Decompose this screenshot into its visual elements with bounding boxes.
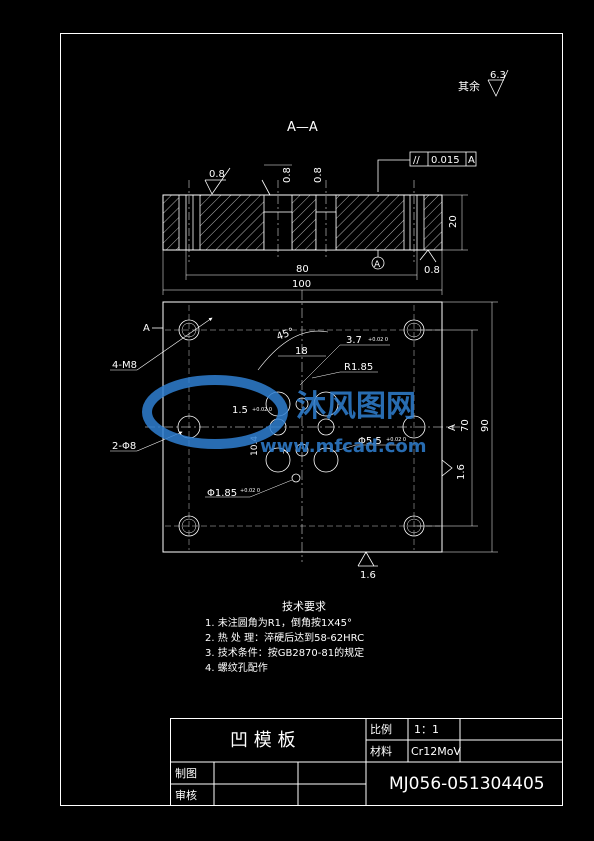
leader-thread (136, 317, 213, 371)
roughness-plan-bottom-icon (357, 551, 378, 567)
tech-item-4: 4. 螺纹孔配作 (205, 661, 268, 674)
dim-small: 2 (282, 450, 290, 454)
scale-value: 1：1 (414, 723, 439, 736)
scale-label: 比例 (370, 722, 392, 736)
plan-view (145, 290, 460, 562)
radius-label: R1.85 (344, 362, 373, 373)
dim-90-lines (442, 301, 498, 553)
dim-10-4: 10.4 (250, 436, 260, 456)
part-name: 凹 模 板 (230, 730, 295, 751)
datum-a-icon (371, 250, 385, 270)
dim-height-lines (442, 194, 468, 251)
section-hatch-main (200, 195, 264, 250)
roughness-symbol-icon (487, 69, 509, 97)
tech-heading: 技术要求 (282, 600, 326, 613)
other-roughness-value: 6.3 (490, 70, 506, 81)
dia-5-5: Φ5.5 (358, 436, 382, 447)
dim-3-7-tol: +0.02 0 (368, 337, 388, 343)
watermark-url: www.mfcad.com (260, 436, 427, 457)
title-block (170, 718, 563, 806)
dia-1-85: Φ1.85 (207, 488, 237, 499)
tolerance-value: 0.015 (431, 155, 460, 166)
dim-width-lines (162, 250, 443, 295)
thread-label: 4-M8 (112, 360, 137, 371)
plan-roughness-bottom: 1.6 (360, 570, 376, 581)
section-hatch-far-right (424, 195, 442, 250)
section-view (162, 180, 443, 262)
drawn-by-label: 制图 (175, 767, 197, 780)
watermark: 沐风图网 www.mfcad.com (142, 375, 427, 457)
dim-18: 18 (295, 346, 308, 357)
roughness-top-icon (204, 167, 231, 195)
roughness-bottom-icon (419, 249, 437, 263)
tolerance-symbol: // (413, 155, 420, 166)
dim-1-5-tol: +0.02 0 (252, 407, 272, 413)
other-roughness-label: 其余 (458, 79, 480, 93)
datum-a-label: A (374, 260, 381, 270)
section-hatch-left (163, 195, 179, 250)
tech-item-1: 1. 未注圆角为R1，倒角按1X45° (205, 616, 352, 629)
section-roughness-bottom: 0.8 (424, 265, 440, 276)
material-value: Cr12MoV (411, 745, 461, 758)
angle-arc (257, 330, 329, 371)
drawing-number: MJ056-051304405 (389, 774, 545, 794)
watermark-logo-icon (142, 375, 288, 449)
watermark-text: 沐风图网 (296, 389, 416, 424)
roughness-side-icon (441, 459, 453, 477)
tolerance-frame (377, 151, 477, 192)
section-roughness-top: 0.8 (209, 169, 225, 180)
dia-5-5-tol: +0.02 0 (386, 437, 406, 443)
dia-1-85-tol: +0.02 0 (240, 488, 260, 494)
center-label-a: A (447, 424, 458, 431)
dim-overall-width: 100 (292, 279, 311, 290)
pin-hole-label: 2-Φ8 (112, 441, 136, 452)
section-hatch-mid (292, 195, 316, 250)
section-roughness-slot-2: 0.8 (313, 167, 324, 183)
tech-item-3: 3. 技术条件：按GB2870-81的规定 (205, 646, 364, 659)
dim-3-7: 3.7 (346, 335, 362, 346)
section-mark-a: A (143, 323, 150, 334)
dim-70-lines (414, 329, 478, 527)
dim-90: 90 (480, 419, 491, 432)
dim-70: 70 (460, 419, 471, 432)
tech-item-2: 2. 热 处 理：淬硬后达到58-62HRC (205, 631, 364, 644)
checked-by-label: 审核 (175, 788, 197, 802)
section-hatch-right (336, 195, 404, 250)
dim-1-5: 1.5 (232, 405, 248, 416)
section-title: A—A (287, 120, 318, 135)
roughness-slot-1-icon (261, 164, 292, 196)
angle-label: 45° (275, 326, 295, 342)
plan-roughness-side: 1.6 (456, 464, 467, 480)
dim-height: 20 (448, 215, 459, 228)
tolerance-datum: A (468, 155, 475, 166)
dim-inner-width: 80 (296, 264, 309, 275)
material-label: 材料 (370, 744, 392, 758)
section-roughness-slot-1: 0.8 (282, 167, 293, 183)
